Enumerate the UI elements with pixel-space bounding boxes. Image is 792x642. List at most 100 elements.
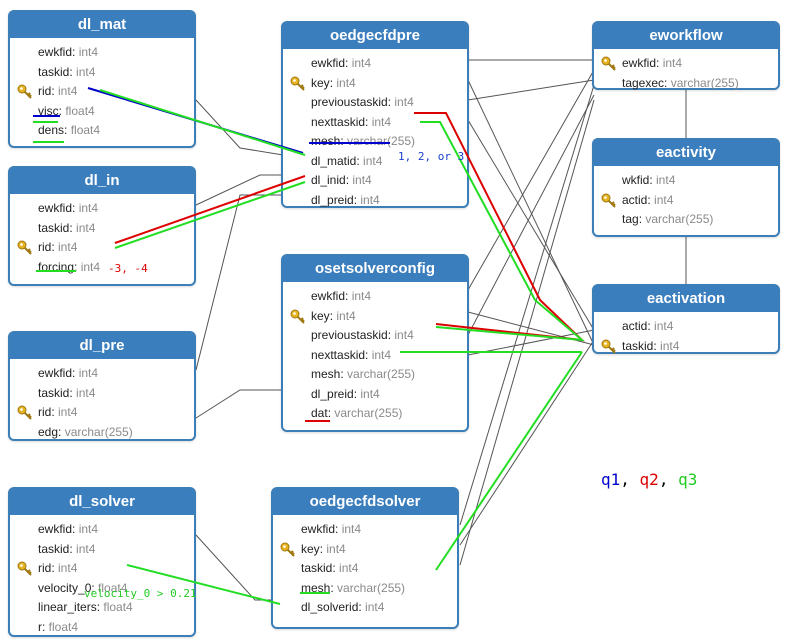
field-name: ewkfid xyxy=(311,289,346,303)
legend-q1: q1 xyxy=(601,470,621,489)
field-row-actid[interactable]: actid: int4 xyxy=(594,191,778,211)
field-name: velocity_0 xyxy=(38,580,92,595)
field-row-ewkfid[interactable]: ewkfid: int4 xyxy=(311,56,372,70)
field-row-actid[interactable]: actid: int4 xyxy=(622,319,674,333)
field-row-visc[interactable]: visc: float4 xyxy=(38,103,95,118)
field-row-mesh[interactable]: mesh: varchar(255) xyxy=(311,134,416,148)
field-row-dl_preid[interactable]: dl_preid: int4 xyxy=(311,386,380,401)
field-name: ewkfid xyxy=(311,56,346,70)
field-row-taskid[interactable]: taskid: int4 xyxy=(594,337,778,357)
field-row-rid[interactable]: rid: int4 xyxy=(10,82,194,102)
key-icon xyxy=(17,84,33,100)
field-row-taskid[interactable]: taskid: int4 xyxy=(38,385,96,400)
field-name: linear_iters xyxy=(38,600,97,614)
field-row-tagexec[interactable]: tagexec: varchar(255) xyxy=(622,75,739,90)
field-name: visc xyxy=(38,103,59,118)
field-row-taskid[interactable]: taskid: int4 xyxy=(38,541,96,556)
field-name: key xyxy=(311,75,330,90)
field-row-edg[interactable]: edg: varchar(255) xyxy=(38,424,133,439)
q3-line xyxy=(126,564,281,605)
field-name: taskid xyxy=(301,561,333,575)
field-row-ewkfid[interactable]: ewkfid: int4 xyxy=(301,522,362,536)
field-row-key[interactable]: key: int4 xyxy=(283,74,467,94)
field-row-rid[interactable]: rid: int4 xyxy=(10,403,194,423)
field-name: dl_preid xyxy=(311,386,354,401)
field-row-taskid[interactable]: taskid: int4 xyxy=(301,561,359,575)
field-row-taskid[interactable]: taskid: int4 xyxy=(38,64,96,79)
relation-line xyxy=(459,99,595,566)
field-row-ewkfid[interactable]: ewkfid: int4 xyxy=(38,45,99,59)
field-row-tag[interactable]: tag: varchar(255) xyxy=(622,212,714,226)
field-type: int4 xyxy=(360,386,380,401)
field-row-mesh[interactable]: mesh: varchar(255) xyxy=(301,580,406,595)
field-name: taskid xyxy=(38,385,70,400)
field-name: mesh xyxy=(311,134,341,148)
field-type: int4 xyxy=(394,328,414,342)
field-row-previoustaskid[interactable]: previoustaskid: int4 xyxy=(311,328,414,342)
field-name: taskid xyxy=(38,220,70,235)
relation-line xyxy=(467,119,595,331)
field-row-velocity_0[interactable]: velocity_0: float4 xyxy=(38,580,128,595)
relation-line xyxy=(467,69,595,291)
field-type: int4 xyxy=(351,56,372,70)
field-row-nexttaskid[interactable]: nexttaskid: int4 xyxy=(311,114,392,129)
field-type: int4 xyxy=(58,561,78,575)
field-name: dl_solverid xyxy=(301,600,359,614)
field-row-mesh[interactable]: mesh: varchar(255) xyxy=(311,367,416,381)
field-row-ewkfid[interactable]: ewkfid: int4 xyxy=(38,366,99,380)
field-row-dat[interactable]: dat: varchar(255) xyxy=(311,406,403,420)
field-type: int4 xyxy=(654,319,674,333)
field-name: edg xyxy=(38,424,59,439)
field-row-linear_iters[interactable]: linear_iters: float4 xyxy=(38,600,133,614)
field-name: ewkfid xyxy=(38,45,73,59)
field-name: taskid xyxy=(38,64,70,79)
field-row-key[interactable]: key: int4 xyxy=(273,540,457,560)
field-name: ewkfid xyxy=(38,522,73,536)
field-row-taskid[interactable]: taskid: int4 xyxy=(38,220,96,235)
field-row-nexttaskid[interactable]: nexttaskid: int4 xyxy=(311,347,392,362)
field-row-key[interactable]: key: int4 xyxy=(283,307,467,327)
field-row-dl_matid[interactable]: dl_matid: int4 xyxy=(311,153,383,168)
field-type: int4 xyxy=(58,405,78,419)
field-type: varchar(255) xyxy=(347,367,416,381)
field-row-r[interactable]: r: float4 xyxy=(38,619,79,634)
table-title: osetsolverconfig xyxy=(283,256,467,282)
field-name: rid xyxy=(38,561,52,575)
field-row-ewkfid[interactable]: ewkfid: int4 xyxy=(311,289,372,303)
key-icon xyxy=(601,193,617,209)
field-name: dens xyxy=(38,123,65,137)
field-row-rid[interactable]: rid: int4 xyxy=(10,238,194,258)
velocity-annotation: velocity_0 > 0.21 xyxy=(84,587,197,600)
field-name: key xyxy=(311,308,330,323)
field-row-ewkfid[interactable]: ewkfid: int4 xyxy=(594,54,778,74)
field-row-previoustaskid[interactable]: previoustaskid: int4 xyxy=(311,95,414,109)
field-row-wkfid[interactable]: wkfid: int4 xyxy=(622,173,676,187)
field-row-dens[interactable]: dens: float4 xyxy=(38,123,101,137)
field-name: taskid xyxy=(622,338,654,353)
field-type: int4 xyxy=(365,600,385,614)
field-type: int4 xyxy=(326,541,346,556)
field-name: rid xyxy=(38,405,52,419)
field-row-dl_inid[interactable]: dl_inid: int4 xyxy=(311,173,372,187)
field-type: int4 xyxy=(662,56,683,70)
field-row-ewkfid[interactable]: ewkfid: int4 xyxy=(38,522,99,536)
field-name: dl_matid xyxy=(311,153,357,168)
field-row-dl_solverid[interactable]: dl_solverid: int4 xyxy=(301,600,385,614)
relation-line xyxy=(467,94,595,336)
field-row-dl_preid[interactable]: dl_preid: int4 xyxy=(311,192,380,207)
field-row-ewkfid[interactable]: ewkfid: int4 xyxy=(38,201,99,215)
field-name: nexttaskid xyxy=(311,347,366,362)
key-icon xyxy=(290,76,306,92)
field-name: mesh xyxy=(301,580,331,595)
field-name: nexttaskid xyxy=(311,114,366,129)
field-row-rid[interactable]: rid: int4 xyxy=(10,559,194,579)
